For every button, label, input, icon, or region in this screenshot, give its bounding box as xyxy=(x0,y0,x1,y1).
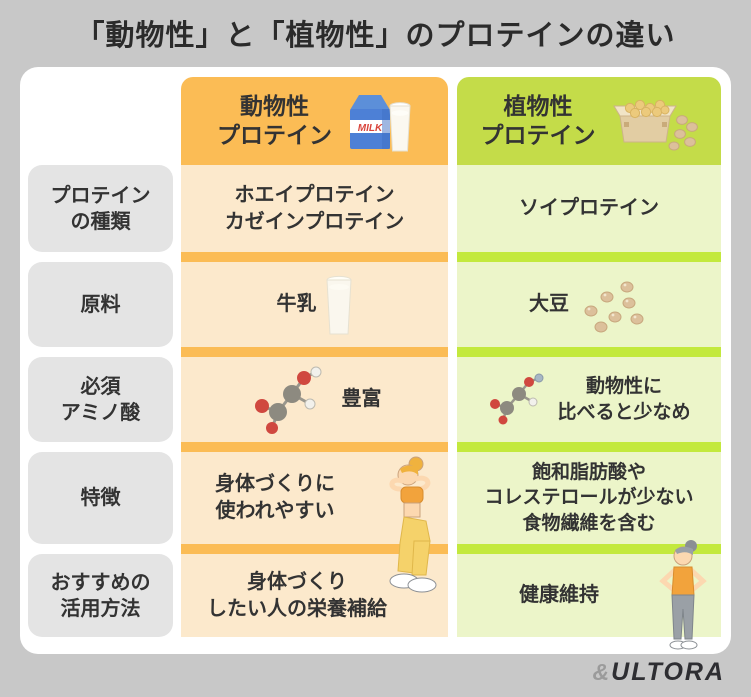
row-label-text: 特徴 xyxy=(80,487,121,509)
plant-row-divider xyxy=(457,252,721,262)
animal-cell-amino-acids: 豊富 xyxy=(181,357,448,442)
row-label-text: おすすめの 活用方法 xyxy=(50,571,151,620)
animal-protein-header: 動物性 プロテイン MILK xyxy=(181,77,448,165)
plant-cell-amino-acids: 動物性に 比べると少なめ xyxy=(457,357,721,442)
animal-row-divider xyxy=(181,442,448,452)
animal-cell-raw-material: 牛乳 xyxy=(181,262,448,347)
row-label-essential-amino-acids: 必須 アミノ酸 xyxy=(28,357,173,442)
animal-cell-text: 身体づくり したい人の栄養補給 xyxy=(207,570,387,620)
plant-cell-protein-type: ソイプロテイン xyxy=(457,165,721,252)
milk-carton-and-glass-icon: MILK xyxy=(338,89,412,153)
plant-cell-raw-material: 大豆 xyxy=(457,262,721,347)
plant-row-divider xyxy=(457,347,721,357)
row-label-features: 特徴 xyxy=(28,452,173,544)
page-title: 「動物性」と「植物性」のプロテインの違い xyxy=(75,20,676,52)
plant-cell-text: 健康維持 xyxy=(519,584,599,606)
amino-molecule-icon xyxy=(487,372,549,428)
row-label-recommended-use: おすすめの 活用方法 xyxy=(28,554,173,637)
animal-cell-protein-type: ホエイプロテイン カゼインプロテイン xyxy=(181,165,448,252)
row-label-text: 原料 xyxy=(80,293,121,316)
plant-cell-text: 大豆 xyxy=(529,293,569,315)
comparison-card: プロテイン の種類 原料 必須 アミノ酸 特徴 おすすめの 活用方法 動物性 プ… xyxy=(20,67,731,654)
animal-cell-text: ホエイプロテイン カゼインプロテイン xyxy=(224,183,405,233)
animal-cell-text: 身体づくりに 使われやすい xyxy=(215,473,335,522)
animal-cell-text: 豊富 xyxy=(341,388,382,410)
squatting-woman-icon xyxy=(374,455,448,605)
ultora-wordmark: ULTORA xyxy=(611,658,725,686)
row-label-raw-material: 原料 xyxy=(28,262,173,347)
plant-protein-header-text: 植物性 プロテイン xyxy=(480,93,596,148)
plant-row-divider xyxy=(457,544,721,554)
soybeans-icon xyxy=(577,277,649,333)
row-label-protein-type: プロテイン の種類 xyxy=(28,165,173,252)
animal-row-divider xyxy=(181,347,448,357)
plant-protein-column: 植物性 プロテイン xyxy=(457,77,721,650)
svg-text:MILK: MILK xyxy=(358,123,383,134)
plant-cell-text: 動物性に 比べると少なめ xyxy=(557,375,691,423)
animal-cell-text: 牛乳 xyxy=(276,293,317,315)
soybean-box-icon xyxy=(602,90,698,152)
plant-cell-features: 飽和脂肪酸や コレステロールが少ない 食物繊維を含む xyxy=(457,452,721,544)
animal-row-divider xyxy=(181,544,448,554)
plant-protein-header: 植物性 プロテイン xyxy=(457,77,721,165)
animal-row-divider xyxy=(181,252,448,262)
ultora-logo: &ULTORA xyxy=(593,658,725,687)
milk-glass-icon xyxy=(325,274,353,336)
row-label-text: プロテイン の種類 xyxy=(50,184,151,233)
plant-cell-text: 飽和脂肪酸や コレステロールが少ない 食物繊維を含む xyxy=(484,461,694,534)
animal-protein-header-text: 動物性 プロテイン xyxy=(217,93,332,148)
amino-molecule-icon xyxy=(248,364,334,436)
plant-cell-text: ソイプロテイン xyxy=(519,197,659,219)
row-label-text: 必須 アミノ酸 xyxy=(60,375,141,424)
standing-woman-icon xyxy=(653,539,715,661)
row-label-column: プロテイン の種類 原料 必須 アミノ酸 特徴 おすすめの 活用方法 xyxy=(28,77,173,637)
animal-protein-column: 動物性 プロテイン MILK ホエイプロテイン カゼインプロテイン 牛乳 xyxy=(181,77,448,637)
ampersand-logo-mark: & xyxy=(592,659,610,685)
plant-row-divider xyxy=(457,442,721,452)
